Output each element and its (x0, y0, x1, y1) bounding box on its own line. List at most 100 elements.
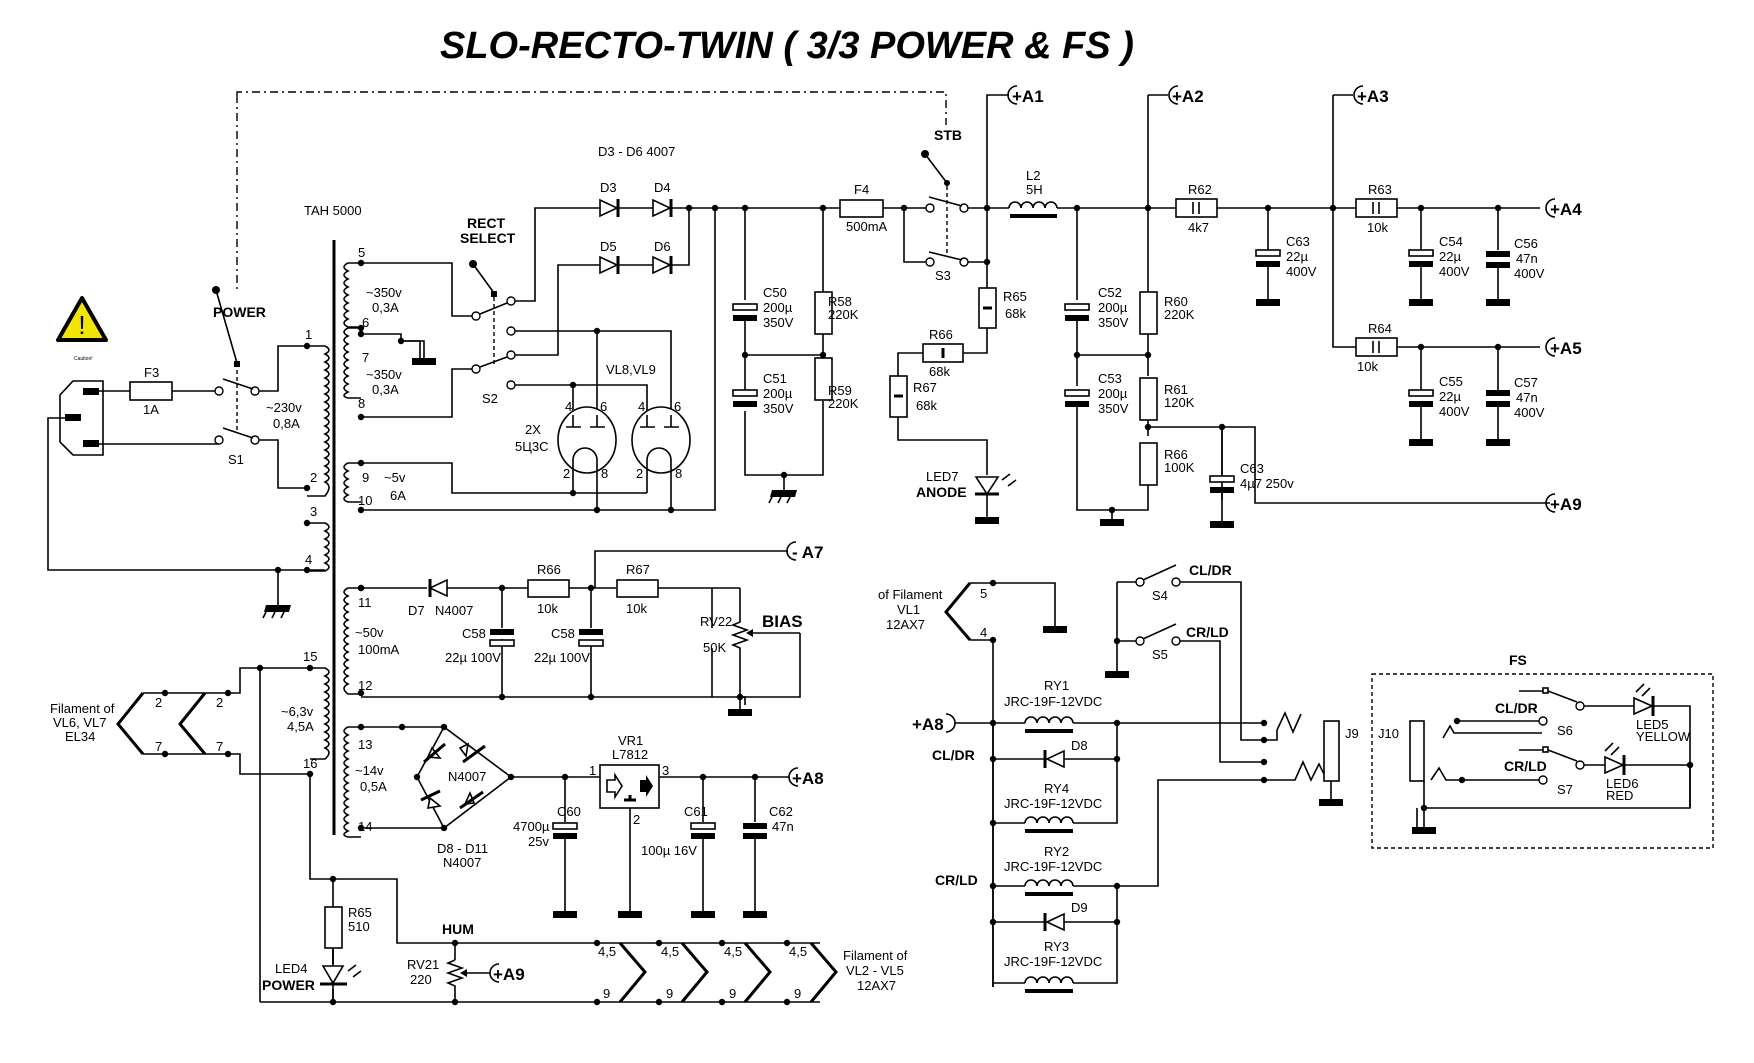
primary-voltage: ~230v (266, 400, 302, 415)
fil-pin2a: 2 (155, 695, 162, 710)
resistor-r59 (814, 357, 833, 401)
c56-ref: C56 (1514, 236, 1538, 251)
c62-ref: C62 (769, 804, 793, 819)
pin-8: 8 (358, 396, 365, 411)
led6-ref: LED6 (1606, 776, 1639, 791)
r63-ref: R63 (1368, 182, 1392, 197)
tube2-pin6: 6 (674, 399, 681, 414)
sec5-voltage: ~6,3v (281, 704, 314, 719)
pin-16: 16 (303, 756, 317, 771)
sec6-voltage: ~14v (355, 763, 384, 778)
chassis-ground-icon (262, 605, 291, 619)
s6-label: CL/DR (1495, 700, 1538, 716)
filament-label-3: EL34 (65, 729, 95, 744)
relay-coil-ry1 (1024, 716, 1074, 733)
vl1-label-1: of Filament (878, 587, 943, 602)
terminal-a8-relay (945, 713, 956, 733)
r65b-ref: R65 (348, 905, 372, 920)
r59-ref: R59 (828, 383, 852, 398)
tube1-pin6: 6 (600, 399, 607, 414)
bridge-label: N4007 (448, 769, 486, 784)
led4 (320, 964, 362, 986)
pin-15: 15 (303, 649, 317, 664)
d8-ref: D8 (1071, 738, 1088, 753)
j10-ref: J10 (1378, 726, 1399, 741)
c52-voltage: 350V (1098, 315, 1129, 330)
s5-ref: S5 (1152, 647, 1168, 662)
r61-ref: R61 (1164, 382, 1188, 397)
s3-ref: S3 (935, 268, 951, 283)
jack-j9[interactable] (1323, 720, 1340, 782)
pin-10: 10 (358, 493, 372, 508)
sec4-current: 100mA (358, 642, 400, 657)
vr1-type: L7812 (612, 747, 648, 762)
hum-potentiometer[interactable] (445, 959, 490, 990)
c58a-ref: C58 (462, 626, 486, 641)
diode-d5 (599, 255, 620, 275)
terminal-a9-hum-label: +A9 (493, 965, 525, 984)
f4-value: 500mA (846, 219, 888, 234)
pin-1: 1 (305, 327, 312, 342)
terminal-a1-label: +A1 (1012, 87, 1044, 106)
bias-potentiometer[interactable] (730, 588, 801, 698)
filament-label-2: VL6, VL7 (53, 715, 107, 730)
pin-4: 4 (305, 552, 312, 567)
primary-current: 0,8A (273, 416, 300, 431)
terminal-a4-label: +A4 (1550, 200, 1582, 219)
c53-voltage: 350V (1098, 401, 1129, 416)
sec3-current: 6A (390, 488, 406, 503)
c61-ref: C61 (684, 804, 708, 819)
terminal-a9-label: +A9 (1550, 495, 1582, 514)
pin-9: 9 (362, 470, 369, 485)
pin-11: 11 (358, 595, 372, 610)
ry1-ref: RY1 (1044, 678, 1069, 693)
c53-ref: C53 (1098, 371, 1122, 386)
c50-ref: C50 (763, 285, 787, 300)
pin-7: 7 (362, 350, 369, 365)
preamp-filaments (597, 942, 838, 1003)
vr1-ref: VR1 (618, 733, 643, 748)
resistor-r66-10k (527, 579, 570, 598)
relay-coil-ry3 (1024, 976, 1074, 993)
c54-ref: C54 (1439, 234, 1463, 249)
tube2-pin4: 4 (638, 399, 645, 414)
l2-value: 5H (1026, 182, 1043, 197)
terminal-a5-label: +A5 (1550, 339, 1582, 358)
c51-value: 200µ (763, 386, 793, 401)
pin-6: 6 (362, 315, 369, 330)
capacitor-c52 (1064, 303, 1090, 321)
rv22-ref: RV22 (700, 614, 732, 629)
c60-voltage: 25v (528, 834, 549, 849)
ry2-ref: RY2 (1044, 844, 1069, 859)
filament-label-1: Filament of (50, 701, 115, 716)
c63b-value: 4µ7 250v (1240, 476, 1294, 491)
vr1-pin1: 1 (589, 763, 596, 778)
capacitor-c53 (1064, 389, 1090, 407)
inductor-l2 (1008, 201, 1058, 218)
s4-label: CL/DR (1189, 562, 1232, 578)
d7-ref: D7 (408, 603, 425, 618)
tubes-name: VL8,VL9 (606, 362, 656, 377)
bridge-line1: D8 - D11 (437, 841, 488, 856)
led7 (974, 473, 1017, 496)
stb-label: STB (934, 127, 962, 143)
c50-voltage: 350V (763, 315, 794, 330)
rv21-ref: RV21 (407, 957, 439, 972)
relay-coil-ry2 (1024, 879, 1074, 896)
jack-j10[interactable] (1409, 720, 1425, 782)
capacitor-c62 (743, 823, 767, 839)
led7-label: ANODE (916, 484, 967, 500)
cl-dr-relay-label: CL/DR (932, 747, 975, 763)
terminal-a2-label: +A2 (1172, 87, 1204, 106)
terminal-a9-hum (489, 963, 500, 983)
c55-ref: C55 (1439, 374, 1463, 389)
s2-ref: S2 (482, 391, 498, 406)
fs-label: FS (1509, 652, 1527, 668)
capacitor-c51 (732, 389, 758, 407)
terminal-a2 (1168, 85, 1179, 105)
secondary-coils (310, 262, 361, 838)
relay-coil-ry4 (1024, 816, 1074, 833)
diode-d7 (428, 578, 448, 598)
capacitor-c63-22u (1255, 249, 1281, 267)
rectifier-tube-vl8 (557, 406, 617, 511)
